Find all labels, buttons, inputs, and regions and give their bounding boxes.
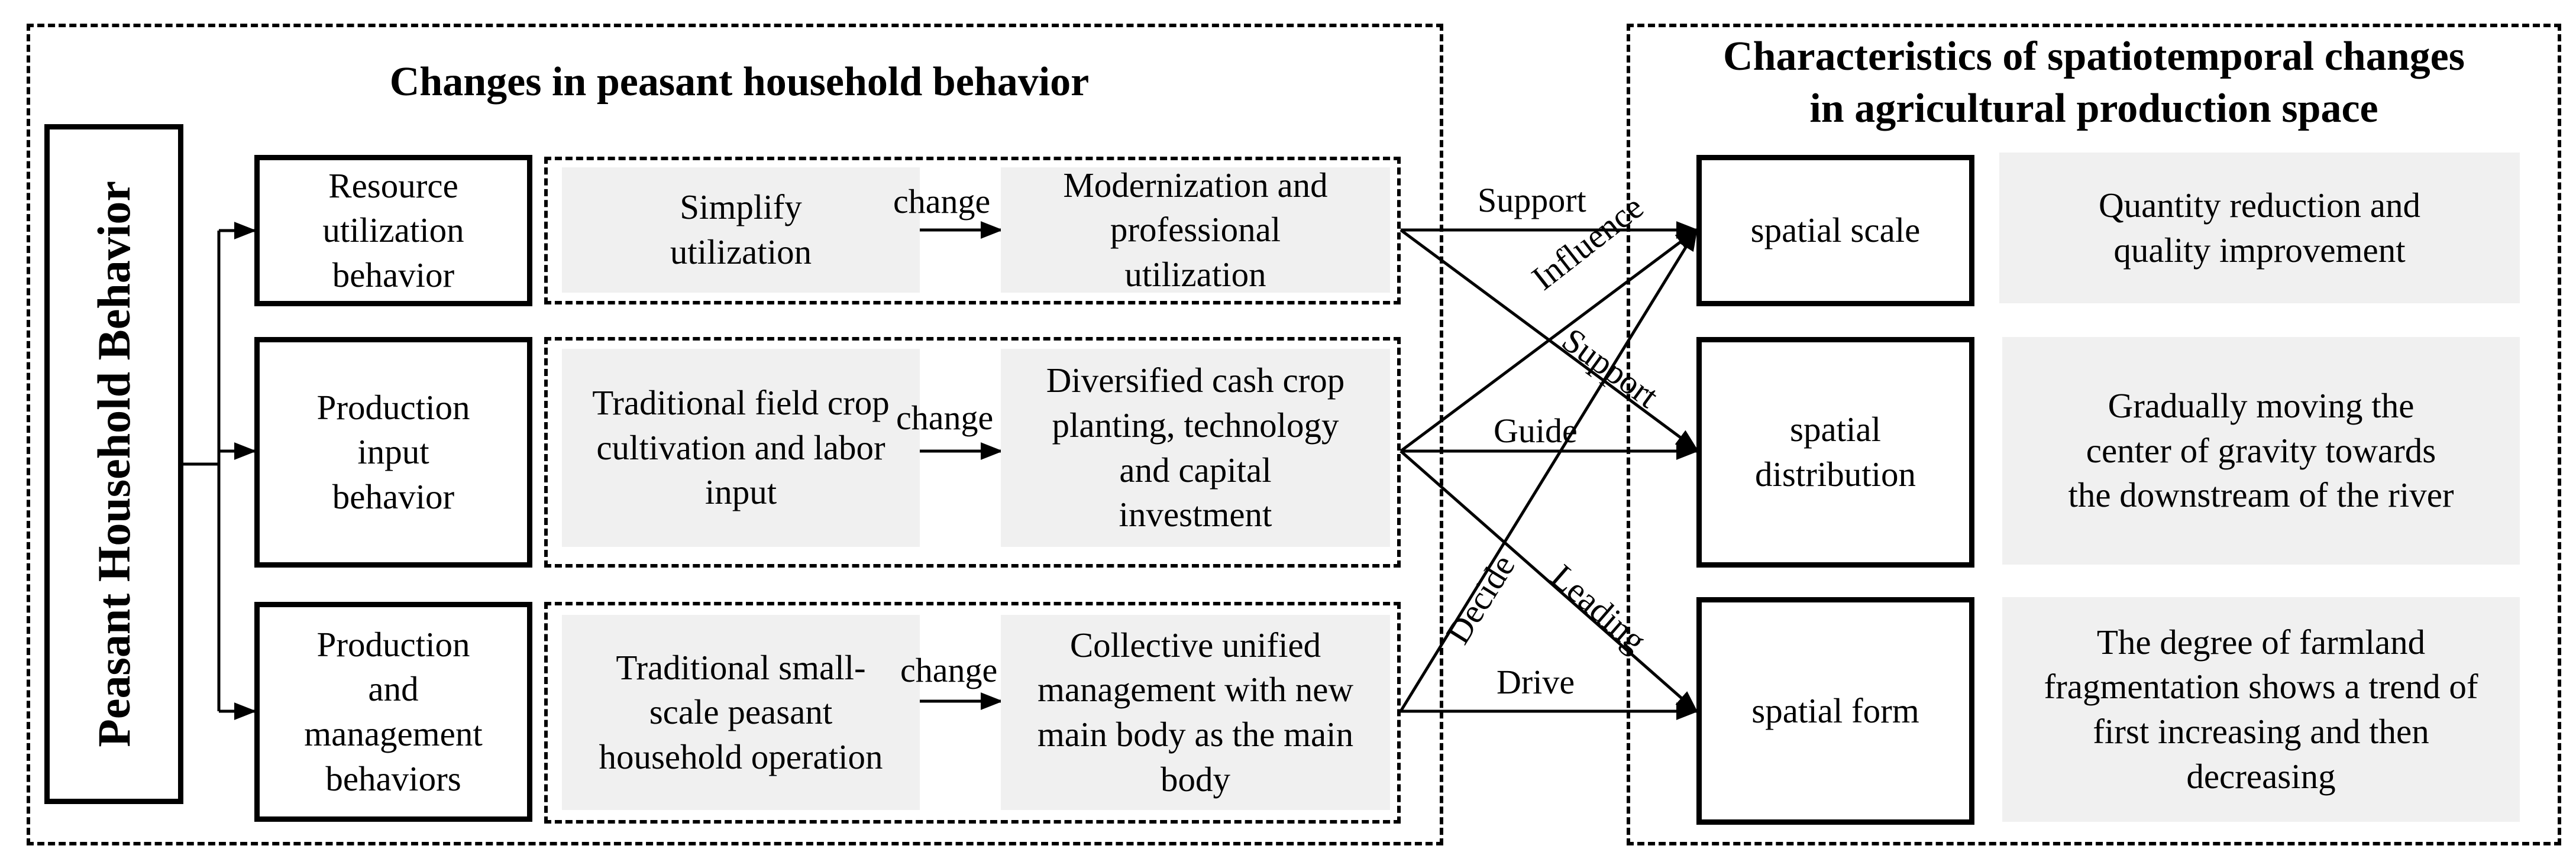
right-panel-title-line1: Characteristics of spatiotemporal change… xyxy=(1723,34,2465,79)
edge-label-drive: Drive xyxy=(1497,663,1575,701)
to-cell-1: Modernization and professional utilizati… xyxy=(1001,166,1390,294)
right-panel-title-line2: in agricultural production space xyxy=(1809,85,2378,131)
right-panel-title: Characteristics of spatiotemporal change… xyxy=(1633,31,2555,134)
space-desc-scale: Quantity reduction and quality improveme… xyxy=(1999,153,2520,303)
from-cell-1: Simplify utilization xyxy=(562,167,920,293)
to-cell-3: Collective unified management with new m… xyxy=(1001,615,1390,810)
behavior-box-input: Production input behavior xyxy=(254,337,532,568)
left-panel-title: Changes in peasant household behavior xyxy=(389,59,1090,105)
change-group-1 xyxy=(544,157,1401,304)
behavior-box-management: Production and management behaviors xyxy=(254,602,532,822)
edge-label-support-1: Support xyxy=(1478,181,1586,219)
space-desc-form: The degree of farmland fragmentation sho… xyxy=(2002,597,2520,822)
space-box-form: spatial form xyxy=(1696,597,1974,825)
root-node: Peasant Household Behavior xyxy=(44,124,183,804)
change-group-2 xyxy=(544,337,1401,568)
behavior-box-resource: Resource utilization behavior xyxy=(254,155,532,306)
change-label-2: change xyxy=(896,398,994,437)
space-box-distribution: spatial distribution xyxy=(1696,337,1974,568)
space-box-scale: spatial scale xyxy=(1696,155,1974,306)
edge-decide xyxy=(1399,228,1698,712)
change-label-3: change xyxy=(900,651,998,689)
edge-label-guide: Guide xyxy=(1494,411,1578,450)
to-cell-2: Diversified cash crop planting, technolo… xyxy=(1001,349,1390,547)
edge-leading xyxy=(1399,450,1698,713)
right-panel xyxy=(1627,24,2561,845)
left-panel xyxy=(27,24,1443,845)
edge-influence xyxy=(1399,228,1699,453)
from-cell-2: Traditional field crop cultivation and l… xyxy=(562,349,920,547)
from-cell-3: Traditional small-scale peasant househol… xyxy=(562,615,920,810)
root-node-label: Peasant Household Behavior xyxy=(88,181,140,747)
space-desc-distribution: Gradually moving the center of gravity t… xyxy=(2002,337,2520,565)
change-label-1: change xyxy=(893,182,991,221)
change-group-3 xyxy=(544,602,1401,824)
